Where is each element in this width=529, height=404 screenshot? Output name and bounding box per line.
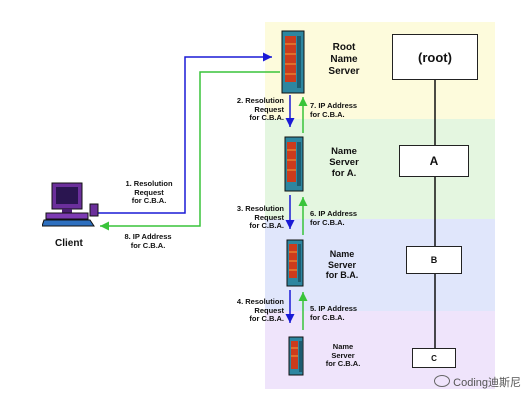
wechat-icon bbox=[434, 375, 451, 387]
watermark: Coding迪斯尼 bbox=[434, 374, 521, 390]
server-ba-icon bbox=[286, 239, 304, 287]
request-arrow-client-root bbox=[95, 52, 272, 214]
client-computer-icon bbox=[42, 182, 99, 227]
server-cba-icon bbox=[288, 336, 304, 376]
root-server-icon bbox=[281, 30, 305, 94]
response-arrow-root-client bbox=[100, 71, 280, 231]
tree-node-c: C bbox=[412, 348, 456, 368]
tree-node-root: (root) bbox=[392, 34, 478, 80]
server-a-icon bbox=[284, 136, 304, 192]
client-label: Client bbox=[55, 238, 83, 249]
tree-node-b: B bbox=[406, 246, 462, 274]
tree-node-a: A bbox=[399, 145, 469, 177]
